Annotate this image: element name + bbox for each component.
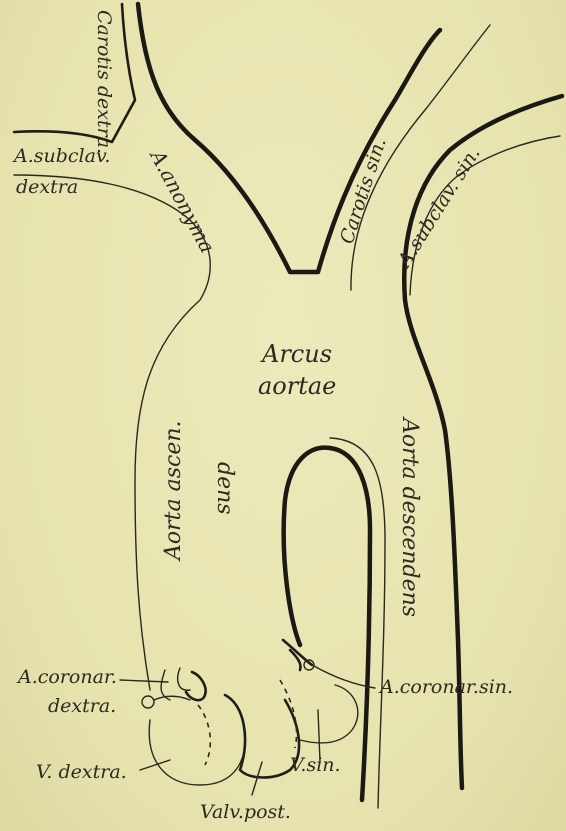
valve-posterior-cusp bbox=[225, 695, 299, 778]
subclav-dextra-upper-wall bbox=[14, 4, 135, 142]
valve-commissure-right bbox=[280, 680, 297, 748]
coronar-dextra-vessel bbox=[161, 668, 190, 700]
valve-left-cusp bbox=[300, 685, 358, 743]
label-valv-post: Valv.post. bbox=[200, 801, 291, 823]
label-aorta-descendens: Aorta descendens bbox=[397, 416, 422, 617]
valve-commissure-left bbox=[198, 705, 210, 765]
carotis-dextra-outer-wall bbox=[138, 4, 440, 272]
label-coronar-sin: A.coronar.sin. bbox=[378, 676, 513, 698]
aorta-inner-loop bbox=[284, 448, 370, 800]
coronar-dextra-branch bbox=[154, 696, 190, 700]
label-anonyma: A.anonyma bbox=[145, 144, 220, 257]
valve-right-cusp bbox=[149, 720, 245, 785]
label-carotis-dextra: Carotis dextra. bbox=[93, 10, 115, 154]
label-aorta-ascendens-1: Aorta ascen. bbox=[161, 420, 186, 562]
leader-coronar-dextra bbox=[120, 680, 168, 682]
label-aorta-ascendens-2: dens bbox=[212, 462, 237, 515]
label-subclav-dextra-2: dextra bbox=[16, 176, 78, 198]
label-v-sin: V.sin. bbox=[290, 754, 341, 776]
label-coronar-dextra-2: dextra. bbox=[48, 695, 116, 717]
coronar-dextra-opening bbox=[186, 672, 206, 700]
leader-v-dextra bbox=[140, 760, 170, 770]
label-arcus-1: Arcus bbox=[260, 340, 332, 368]
label-coronar-dextra-1: A.coronar. bbox=[16, 666, 117, 688]
label-subclav-dextra-1: A.subclav. bbox=[12, 145, 110, 167]
label-arcus-2: aortae bbox=[258, 372, 336, 400]
descending-aorta-outer-wall bbox=[330, 438, 385, 808]
coronar-dextra-ostium bbox=[142, 696, 154, 708]
label-v-dextra: V. dextra. bbox=[36, 761, 127, 783]
